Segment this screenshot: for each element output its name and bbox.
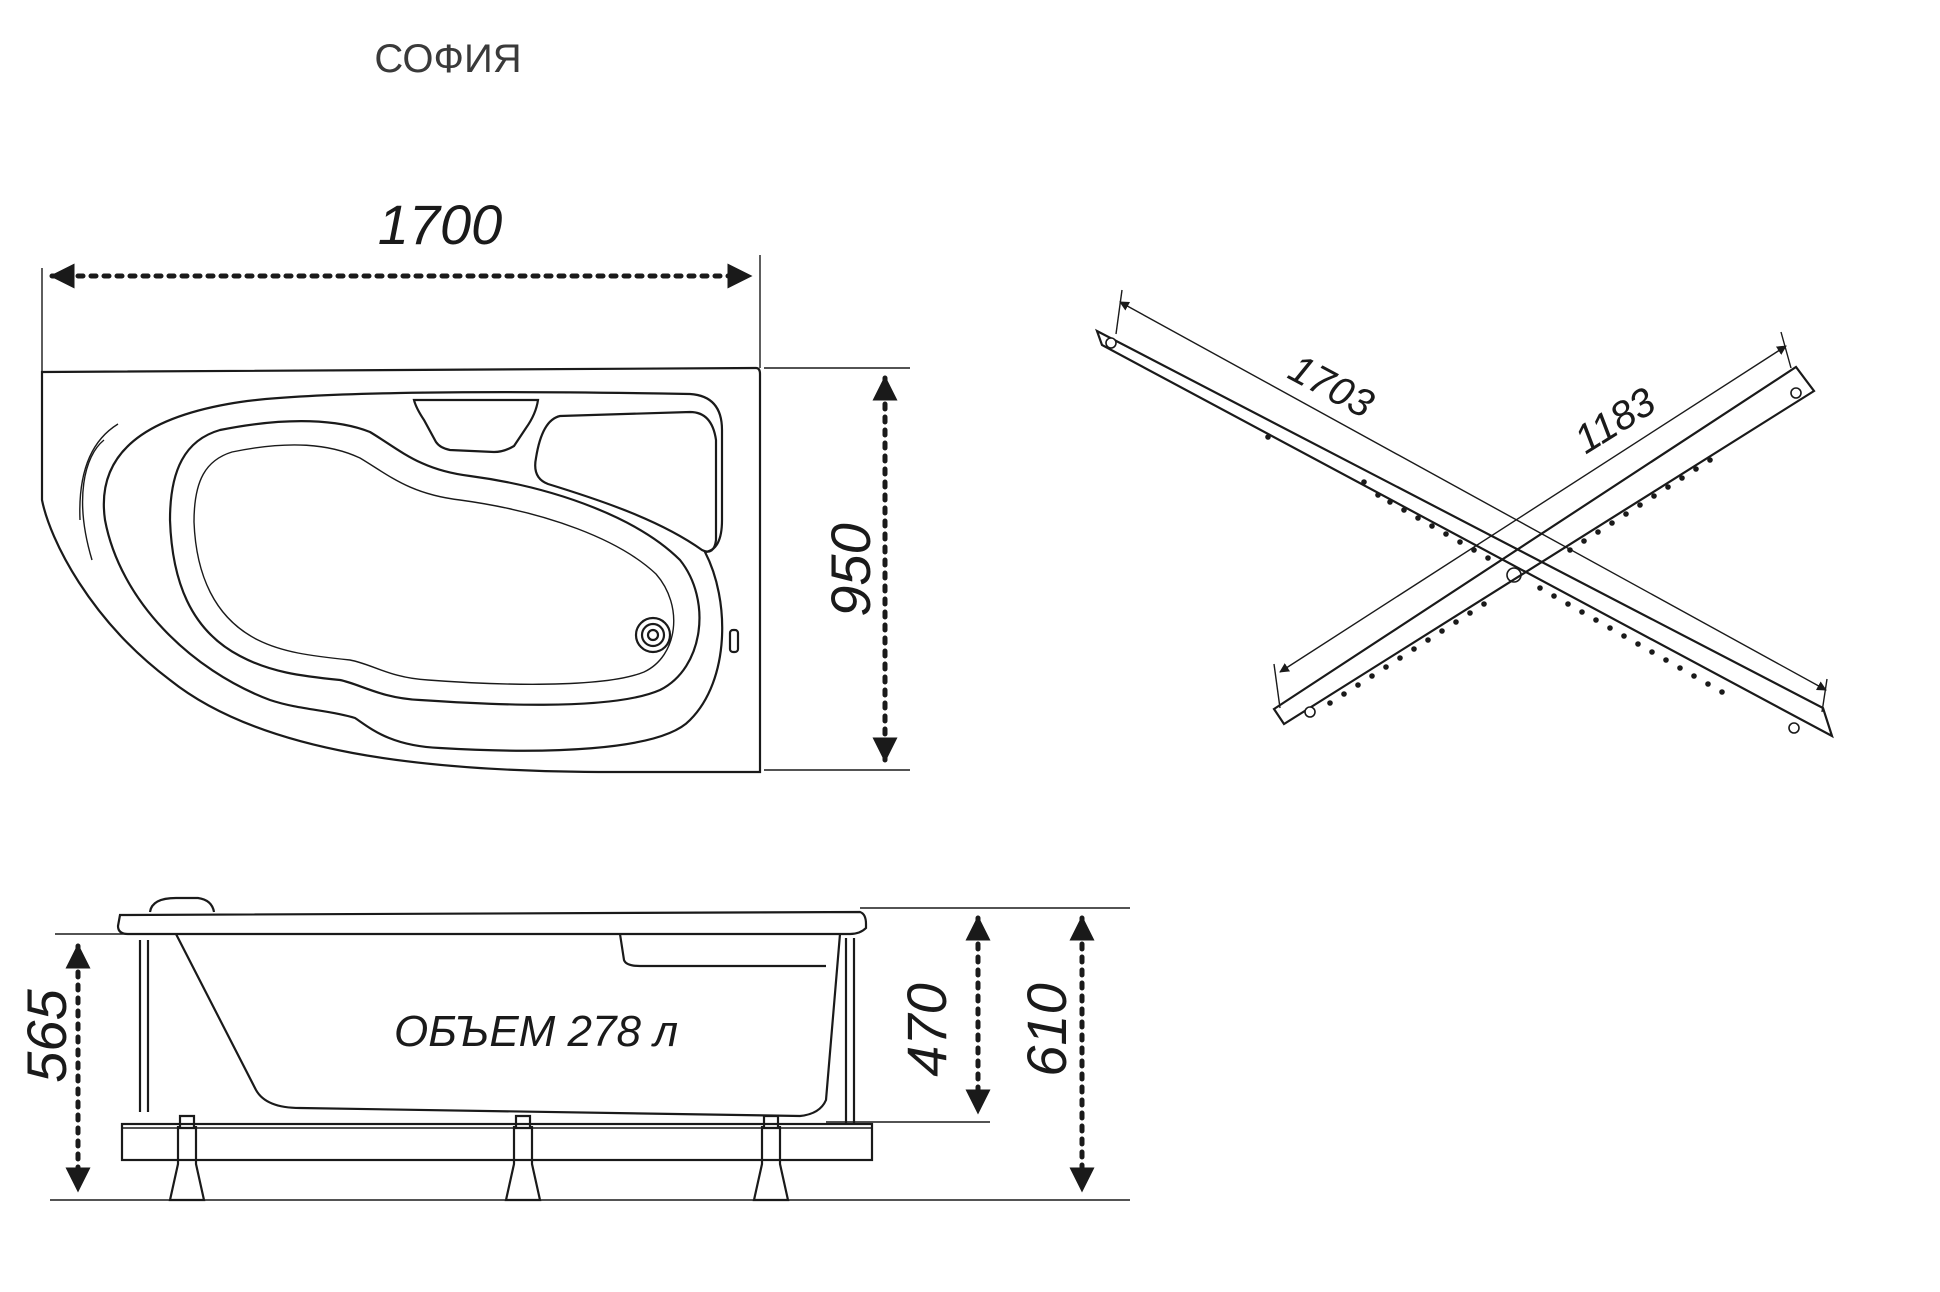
top-view: 1700 950	[40, 193, 910, 774]
tub-basin-floor	[168, 420, 701, 706]
drain-icon	[634, 616, 672, 654]
floor-to-rim-label: 565	[15, 988, 78, 1082]
frame-bar-long	[1095, 289, 1834, 739]
length-label: 1700	[378, 193, 503, 256]
frame-view: 1703 1183	[1095, 289, 1834, 739]
rim-arc	[81, 439, 105, 561]
side-view: 565 470 610 ОБЪЕМ 278 л	[15, 896, 1130, 1202]
long-bar-dimension-line	[1119, 301, 1827, 691]
frame-bar-short	[1272, 331, 1816, 726]
volume-label: ОБЪЕМ 278 л	[394, 1007, 678, 1056]
side-headrest	[148, 896, 216, 913]
short-bar-dimension-line	[1279, 345, 1787, 673]
tub-side-shelf	[534, 410, 718, 553]
long-bar-label: 1703	[1281, 346, 1380, 427]
tub-headrest	[412, 398, 540, 454]
long-bar-holes	[1265, 434, 1725, 695]
side-tub-body	[175, 933, 842, 1118]
width-label: 950	[819, 523, 882, 616]
tub-outer-rim	[40, 366, 762, 774]
short-bar-holes	[1327, 457, 1713, 706]
tub-basin-outer	[102, 391, 724, 752]
side-base-frame	[120, 1122, 874, 1162]
rim-arc	[79, 423, 119, 521]
model-title: СОФИЯ	[374, 37, 521, 81]
overflow-icon	[728, 628, 740, 654]
tub-inner-contour	[193, 444, 675, 685]
inner-depth-label: 470	[895, 983, 958, 1076]
total-height-label: 610	[1015, 983, 1078, 1076]
side-rim	[116, 910, 868, 936]
short-bar-label: 1183	[1567, 380, 1663, 463]
side-step	[618, 933, 826, 968]
